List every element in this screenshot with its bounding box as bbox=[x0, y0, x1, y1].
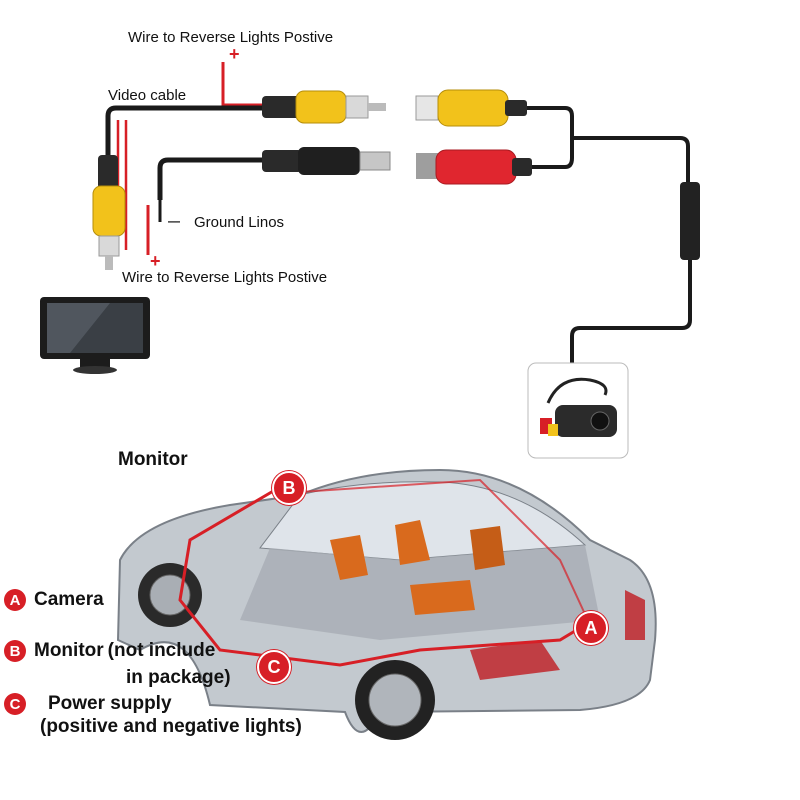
label-wire-reverse-bottom: Wire to Reverse Lights Postive bbox=[122, 269, 328, 286]
label-ground: Ground Linos bbox=[194, 214, 285, 231]
power-cable bbox=[157, 157, 268, 200]
legend-badge-a: A bbox=[4, 589, 26, 611]
legend-badge-b: B bbox=[4, 640, 26, 662]
dc-plug-black bbox=[262, 147, 391, 175]
car-marker-c: C bbox=[257, 650, 291, 684]
legend-item-monitor: B Monitor (not include bbox=[4, 640, 215, 662]
label-video-cable: Video cable bbox=[108, 87, 187, 104]
legend-item-power: C Power supply bbox=[4, 693, 172, 715]
camera-cable bbox=[527, 106, 690, 185]
legend-item-camera: A Camera bbox=[4, 589, 104, 611]
legend-text-monitor: Monitor bbox=[34, 639, 104, 661]
label-wire-reverse-top: Wire to Reverse Lights Postive bbox=[128, 29, 334, 46]
reverse-positive-wire-top bbox=[221, 62, 268, 107]
legend-extra2-monitor: in package) bbox=[126, 667, 231, 688]
plus-sign-bottom: + bbox=[150, 251, 161, 271]
legend-text-camera: Camera bbox=[34, 588, 104, 610]
legend-extra-power: (positive and negative lights) bbox=[40, 716, 302, 737]
car-illustration bbox=[116, 468, 657, 740]
rca-male-yellow-top bbox=[262, 90, 386, 124]
rca-female-yellow bbox=[415, 89, 527, 127]
car-marker-a: A bbox=[574, 611, 608, 645]
video-cable bbox=[105, 105, 268, 160]
car-marker-b: B bbox=[272, 471, 306, 505]
legend-extra-monitor: (not include bbox=[107, 639, 216, 661]
legend-text-power: Power supply bbox=[48, 692, 172, 714]
plus-sign-top: + bbox=[229, 44, 240, 64]
minus-sign: — bbox=[168, 214, 180, 228]
camera-cable-lower bbox=[570, 260, 692, 368]
monitor-illustration bbox=[40, 297, 150, 374]
monitor-title: Monitor bbox=[118, 449, 188, 470]
cable-junction bbox=[680, 182, 700, 260]
legend-badge-c: C bbox=[4, 693, 26, 715]
rca-male-yellow-left bbox=[92, 155, 126, 270]
camera-unit bbox=[527, 362, 629, 459]
dc-female-red bbox=[416, 149, 532, 185]
